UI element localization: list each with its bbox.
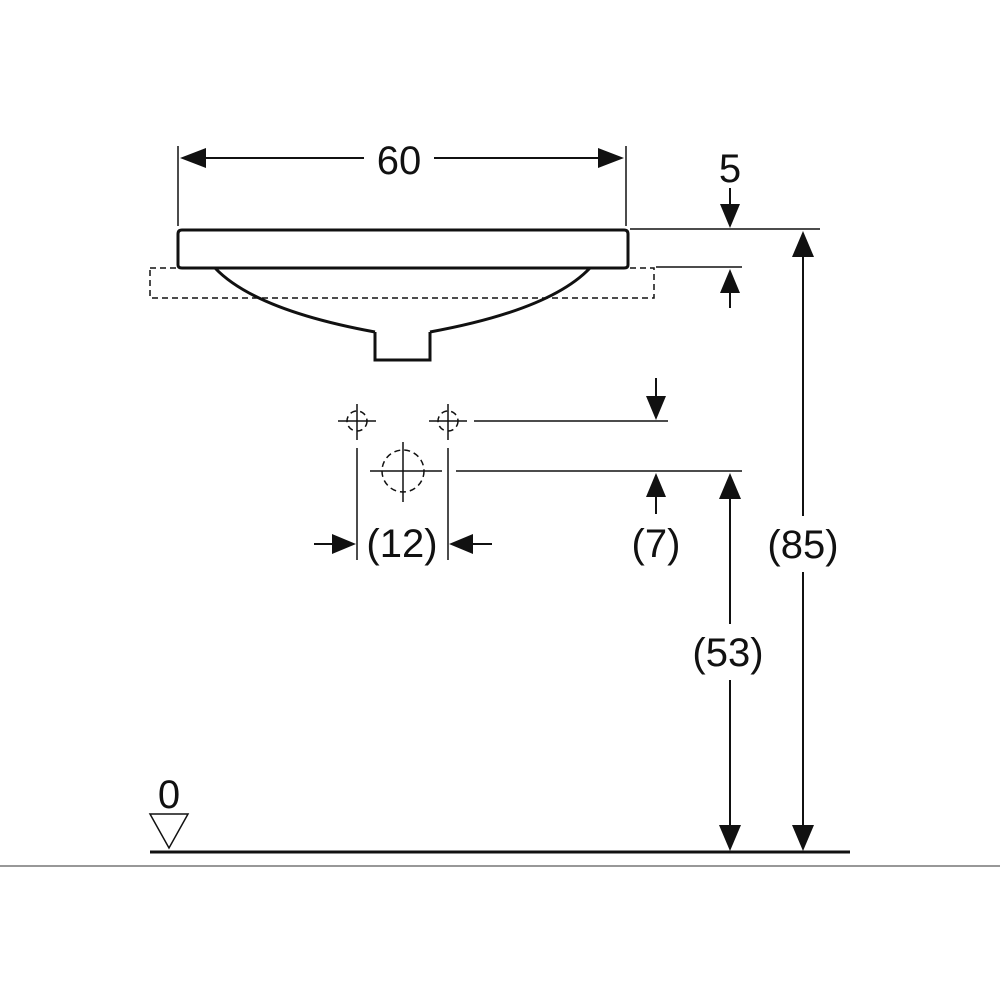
drain-height-dimension: (53) <box>692 473 764 851</box>
rim-arrow-up <box>720 269 740 293</box>
drain-height-label: (53) <box>692 631 763 675</box>
rim-thickness-label: 5 <box>719 147 741 191</box>
level-triangle <box>148 813 190 850</box>
drain-offset-label: (7) <box>632 522 681 566</box>
floor-level-label: 0 <box>158 773 180 817</box>
width-arrow-left <box>180 148 206 168</box>
total-height-label: (85) <box>767 523 838 567</box>
rim-thickness-dimension: 5 <box>630 147 820 308</box>
tap-hole-right <box>429 404 467 440</box>
tap-spacing-dimension: (12) <box>314 448 492 566</box>
offset-arrow-up <box>646 473 666 497</box>
countertop-outline <box>149 267 655 299</box>
total-height-dimension: (85) <box>767 231 839 851</box>
drain-height-arrow-up <box>719 473 741 499</box>
tap-arrow-right <box>332 534 356 554</box>
basin <box>149 228 655 362</box>
floor-level: 0 <box>148 773 850 854</box>
tap-spacing-label: (12) <box>366 522 437 566</box>
total-height-arrow-down <box>792 825 814 851</box>
width-arrow-right <box>598 148 624 168</box>
basin-rim <box>176 228 630 270</box>
drain-height-arrow-down <box>719 825 741 851</box>
width-label: 60 <box>377 139 422 183</box>
basin-bowl <box>213 266 592 334</box>
tap-hole-left <box>338 404 376 440</box>
tap-arrow-left <box>449 534 473 554</box>
drain-offset-dimension: (7) <box>456 378 742 566</box>
drain-outlet <box>373 332 432 362</box>
offset-arrow-down <box>646 396 666 420</box>
drain-connection <box>370 442 442 502</box>
total-height-arrow-up <box>792 231 814 257</box>
rim-arrow-down <box>720 204 740 228</box>
width-dimension: 60 <box>177 139 627 226</box>
tap-holes <box>338 404 467 502</box>
